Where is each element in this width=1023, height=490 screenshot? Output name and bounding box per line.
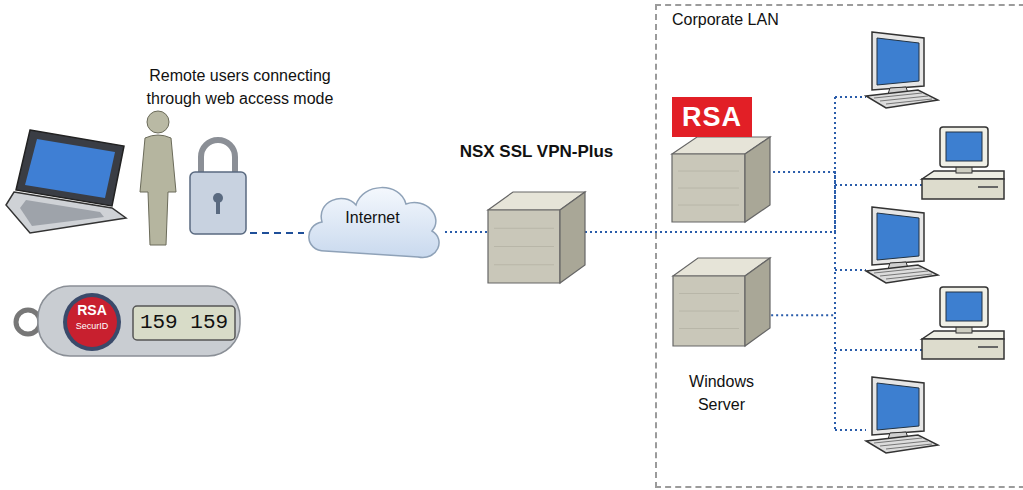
caption-text: Remote users connecting through web acce…: [137, 64, 343, 110]
token-code: 159 159: [136, 309, 232, 337]
node-label: Windows Server: [672, 370, 772, 416]
laptop-icon: [6, 130, 126, 233]
user-figure: [140, 111, 176, 245]
token-brand: SecurID: [67, 321, 117, 331]
node-label: Corporate LAN: [672, 11, 779, 29]
node-label: RSA: [672, 97, 752, 137]
token-logo: RSA: [67, 302, 117, 318]
securid-token: [16, 286, 240, 356]
node-label: Internet: [345, 209, 399, 227]
vpn-gateway: NSX SSL VPN-Plus: [488, 192, 585, 283]
network-link: [445, 231, 488, 233]
internet-cloud: Internet: [300, 173, 445, 263]
node-label: NSX SSL VPN-Plus: [460, 142, 614, 162]
cube-shape: [673, 258, 770, 346]
cube-shape: [488, 192, 585, 283]
lan-region: RSA Windows Server Corporate LAN: [655, 4, 1023, 488]
windows-server: Windows Server: [673, 258, 770, 346]
workstations: [866, 32, 1004, 453]
rsa-server: RSA: [672, 97, 770, 222]
padlock-icon: [190, 140, 246, 234]
remote-link: [250, 232, 304, 234]
